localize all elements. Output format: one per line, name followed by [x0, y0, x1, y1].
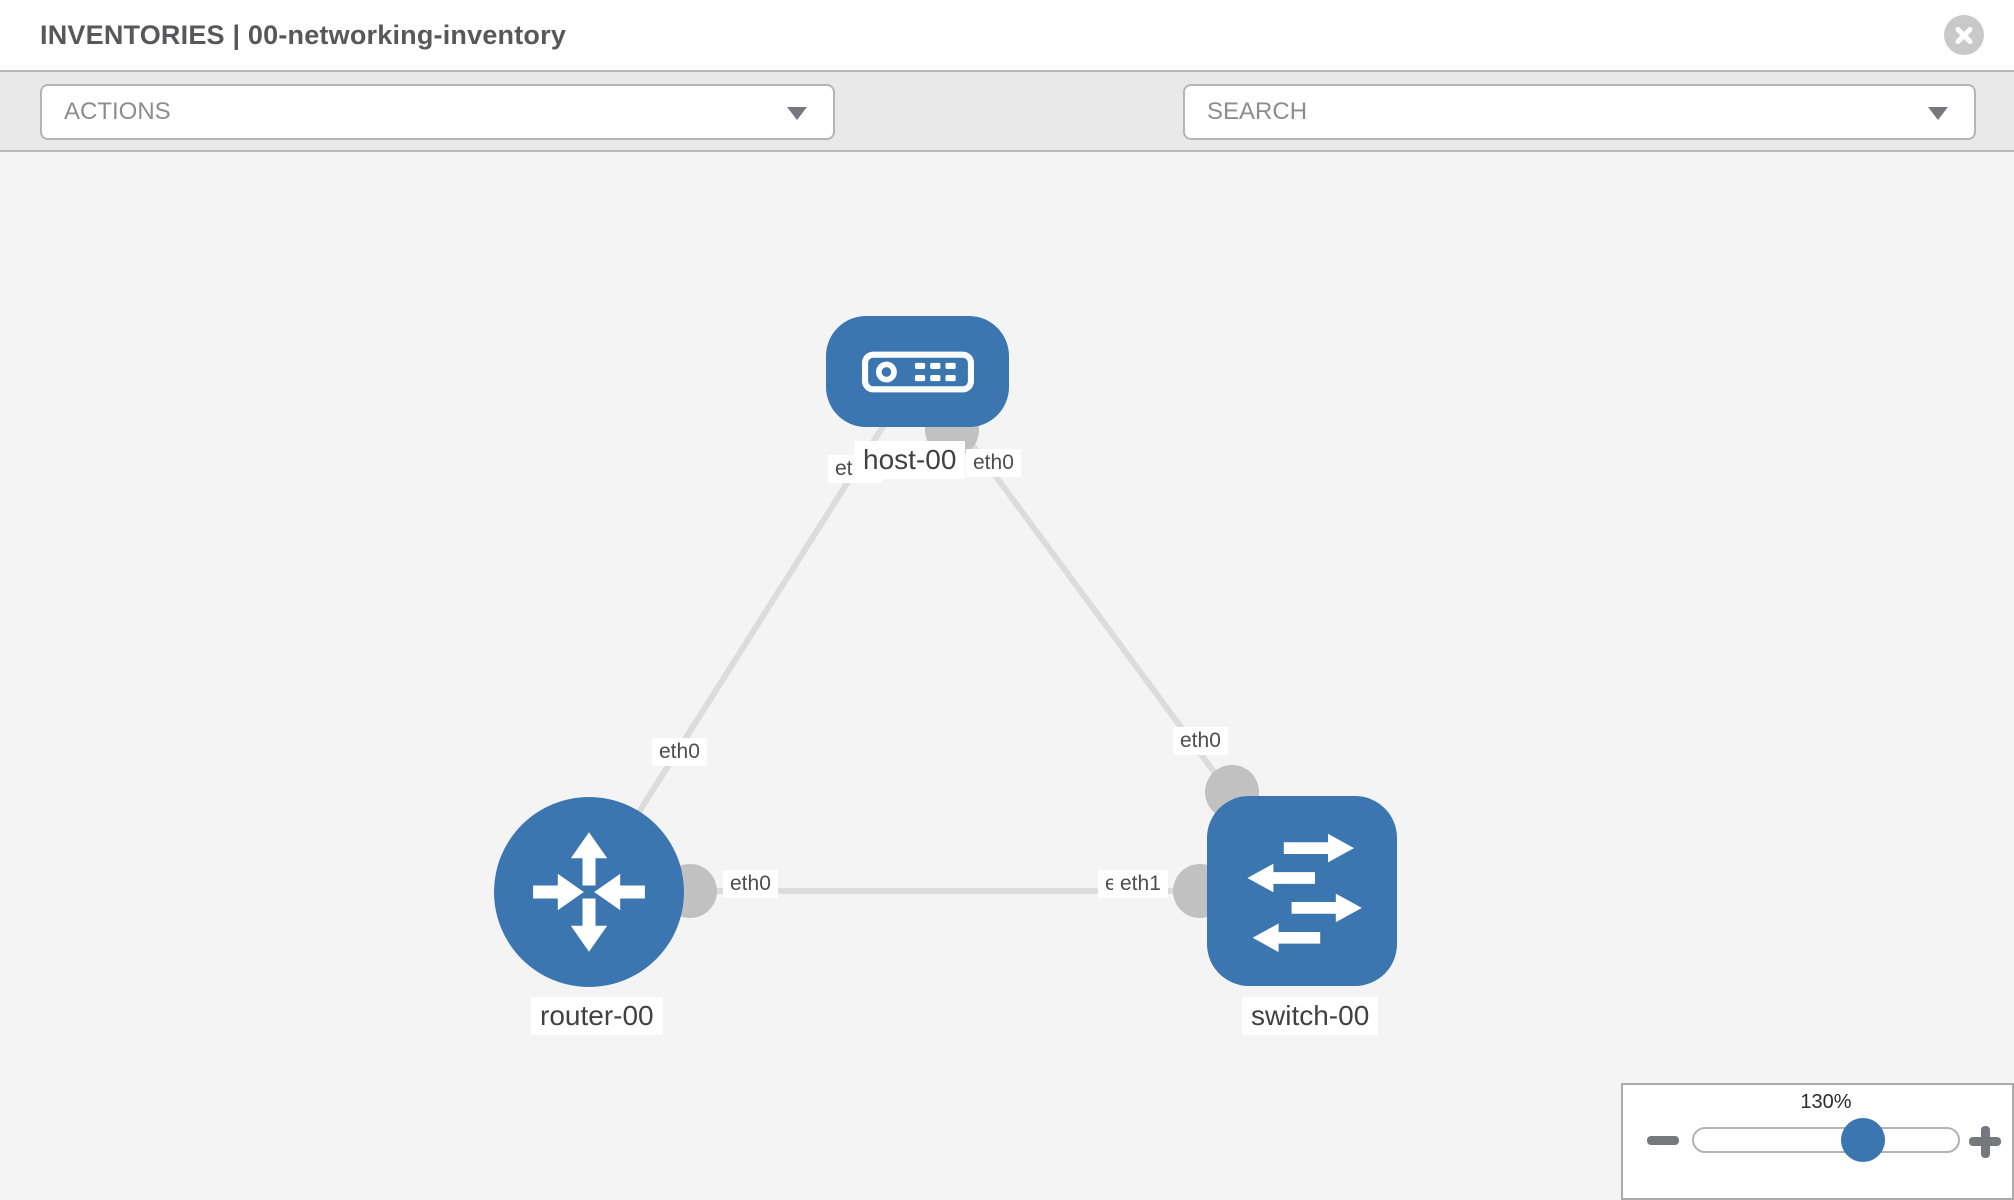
search-dropdown-label: SEARCH	[1207, 98, 1308, 125]
minus-icon	[1647, 1136, 1679, 1145]
actions-dropdown[interactable]: ACTIONS	[40, 84, 835, 140]
node-label-router-00: router-00	[531, 997, 663, 1035]
iface-label-router-eth0-top: eth0	[652, 738, 707, 766]
page-title: INVENTORIES | 00-networking-inventory	[40, 20, 567, 50]
actions-dropdown-label: ACTIONS	[64, 98, 171, 125]
zoom-out-button[interactable]	[1645, 1125, 1683, 1155]
links-layer	[586, 369, 1305, 918]
toolbar: ACTIONS SEARCH	[0, 72, 2014, 206]
node-label-switch-00: switch-00	[1242, 997, 1379, 1035]
close-button[interactable]	[1944, 15, 1984, 55]
header-bar: INVENTORIES | 00-networking-inventory	[0, 0, 2014, 72]
caret-down-icon	[1928, 107, 1948, 120]
search-dropdown[interactable]: SEARCH	[1183, 84, 1976, 140]
zoom-value: 130%	[1800, 1091, 1852, 1113]
zoom-slider-track[interactable]	[1692, 1127, 1960, 1153]
switch-icon	[1247, 833, 1362, 953]
iface-label-host-eth0-right: eth0	[966, 449, 1021, 477]
node-router-00[interactable]	[494, 797, 684, 987]
iface-label-switch-eth1: eth1	[1113, 870, 1168, 898]
zoom-control-panel: 130%	[1621, 1083, 2014, 1200]
zoom-in-button[interactable]	[1967, 1123, 2003, 1159]
iface-label-switch-eth0-top: eth0	[1173, 727, 1228, 755]
topology-canvas[interactable]: host-00 router-00 switch-00 eth0 eth0 et…	[0, 152, 2014, 1200]
zoom-slider-thumb[interactable]	[1841, 1118, 1885, 1162]
node-host-00[interactable]	[826, 316, 1009, 427]
caret-down-icon	[787, 107, 807, 120]
iface-label-router-eth0-right: eth0	[723, 870, 778, 898]
node-switch-00[interactable]	[1207, 796, 1397, 986]
router-icon	[533, 832, 645, 952]
plus-icon	[1980, 1125, 1990, 1158]
node-label-host-00: host-00	[854, 441, 966, 479]
host-icon	[861, 351, 974, 392]
